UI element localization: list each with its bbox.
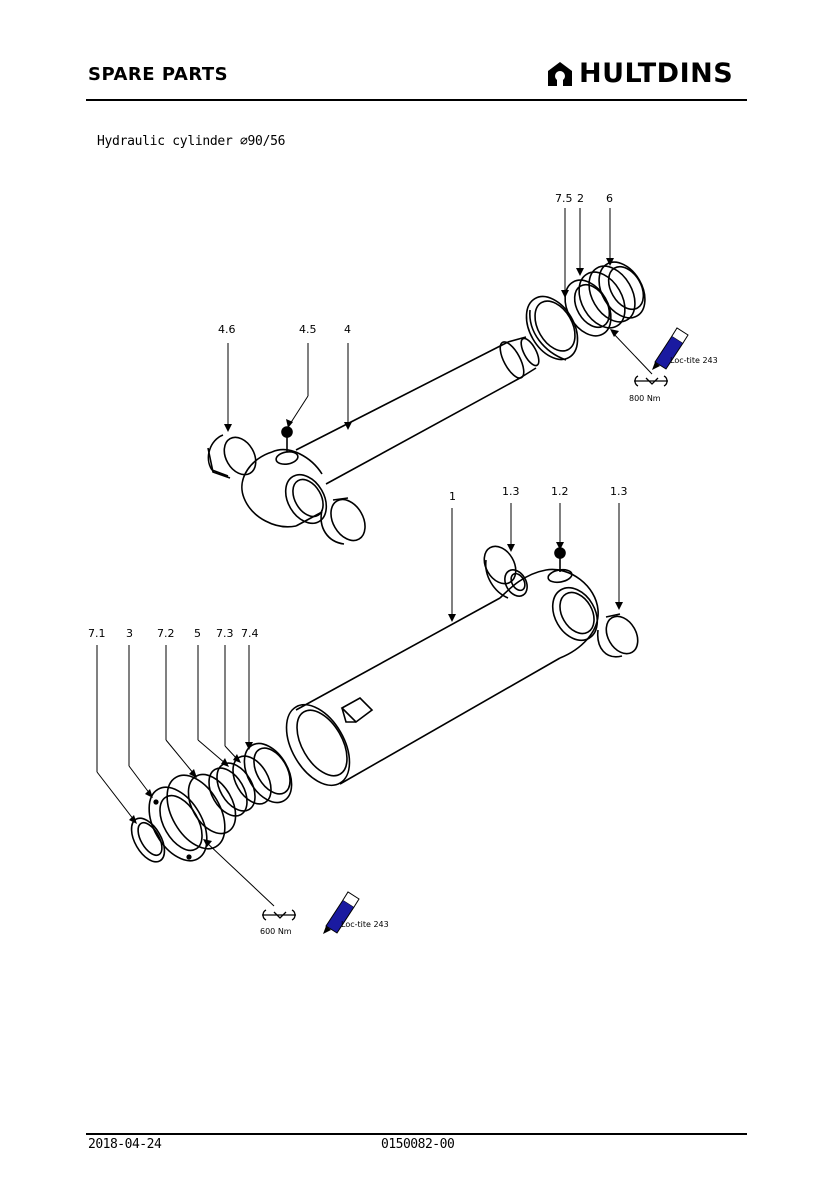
tube-port: [483, 545, 528, 599]
header-rule: [86, 99, 747, 101]
callout-1-3-top: 1.3: [502, 485, 520, 498]
rod-sleeve-right: [320, 497, 366, 545]
grease-nipple-rod: [281, 426, 293, 452]
brand-name: HULTDINS: [579, 58, 734, 89]
locktite-note-lower: Loc-tite 243: [341, 920, 389, 929]
brand-logo: HULTDINS: [545, 58, 733, 89]
gland: [148, 774, 226, 862]
callout-4-5: 4.5: [299, 323, 317, 336]
footer-date: 2018-04-24: [88, 1137, 162, 1152]
callout-7-5: 7.5: [555, 192, 573, 205]
footer-doc-number: 0150082-00: [381, 1137, 455, 1152]
tube-bushing-right: [597, 613, 639, 658]
tube-eye: [499, 568, 599, 659]
callout-5: 5: [194, 627, 201, 640]
callout-1-3-right: 1.3: [610, 485, 628, 498]
footer-rule: [86, 1133, 747, 1135]
rod-seal: [232, 755, 272, 805]
torque-note-upper: 800 Nm: [629, 394, 661, 403]
grease-nipple-tube: [554, 547, 566, 572]
drawing-subtitle: Hydraulic cylinder ⌀90/56: [97, 134, 286, 149]
piston-nut: [598, 261, 646, 319]
piston-rod: [295, 336, 540, 485]
rod-sleeve-left: [207, 434, 257, 479]
torque-note-lower: 600 Nm: [260, 927, 292, 936]
callout-1-2: 1.2: [551, 485, 569, 498]
callout-3: 3: [126, 627, 133, 640]
backup-ring: [243, 742, 293, 804]
cylinder-tube: [285, 597, 561, 787]
wiper: [130, 817, 166, 863]
hultdins-logo-icon: [548, 61, 572, 86]
callout-4: 4: [344, 323, 351, 336]
piston-seal: [525, 295, 579, 361]
callout-7-1: 7.1: [88, 627, 106, 640]
callout-1: 1: [449, 490, 456, 503]
callout-7-3: 7.3: [216, 627, 234, 640]
callout-6: 6: [606, 192, 613, 205]
callout-4-6: 4.6: [218, 323, 236, 336]
page-title: SPARE PARTS: [88, 64, 229, 85]
torque-wrench-icon-lower: [262, 909, 296, 921]
locktite-bottle-icon-lower: [323, 891, 360, 934]
locktite-bottle-icon-upper: [652, 327, 689, 370]
callout-2: 2: [577, 192, 584, 205]
callout-7-2: 7.2: [157, 627, 175, 640]
locktite-note-upper: Loc-tite 243: [670, 356, 718, 365]
callout-7-4: 7.4: [241, 627, 259, 640]
piston: [564, 265, 636, 337]
torque-wrench-icon-upper: [634, 375, 668, 387]
